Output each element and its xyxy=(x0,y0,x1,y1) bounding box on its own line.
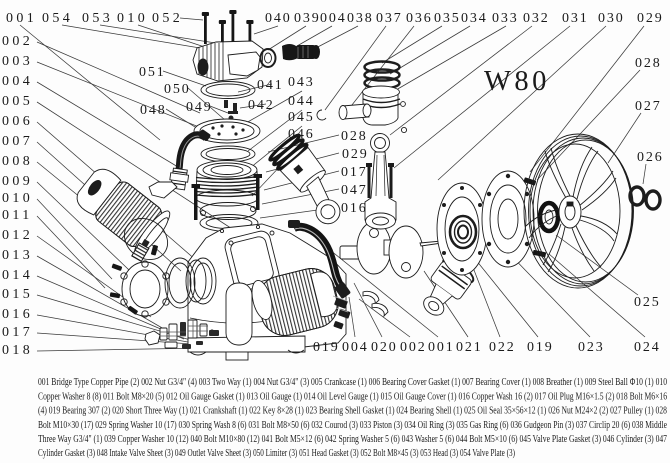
svg-text:004: 004 xyxy=(320,11,347,26)
svg-text:006: 006 xyxy=(2,114,33,129)
svg-text:038: 038 xyxy=(347,11,374,26)
svg-text:W80: W80 xyxy=(484,66,550,97)
svg-text:015: 015 xyxy=(2,287,33,302)
svg-text:042: 042 xyxy=(248,98,275,113)
svg-text:002: 002 xyxy=(2,34,33,49)
svg-text:019: 019 xyxy=(313,340,340,355)
svg-text:039: 039 xyxy=(294,11,321,26)
svg-text:033: 033 xyxy=(492,11,519,26)
svg-text:044: 044 xyxy=(288,94,315,109)
svg-text:053: 053 xyxy=(82,11,113,26)
svg-text:026: 026 xyxy=(637,150,664,165)
svg-text:017: 017 xyxy=(2,325,33,340)
svg-text:001: 001 xyxy=(6,11,37,26)
svg-text:001 Bridge Type Copper Pipe (2: 001 Bridge Type Copper Pipe (2) 002 Nut … xyxy=(38,377,667,388)
svg-text:040: 040 xyxy=(265,11,292,26)
svg-text:002: 002 xyxy=(400,340,427,355)
svg-text:048: 048 xyxy=(140,103,167,118)
svg-text:010: 010 xyxy=(2,191,33,206)
svg-text:Copper Washer 8 (8) 011 Bolt M: Copper Washer 8 (8) 011 Bolt M8×20 (5) 0… xyxy=(38,392,667,403)
svg-text:037: 037 xyxy=(376,11,403,26)
svg-text:Cylinder Gasket (3) 048 Intake: Cylinder Gasket (3) 048 Intake Valve She… xyxy=(38,448,515,459)
svg-text:Three Way G3/4" (1) 039 Copper: Three Way G3/4" (1) 039 Copper Washer 10… xyxy=(38,434,667,445)
svg-text:029: 029 xyxy=(637,11,664,26)
svg-text:004: 004 xyxy=(342,340,369,355)
svg-text:(4) 019 Bearing 307 (2) 020 Sh: (4) 019 Bearing 307 (2) 020 Short Three … xyxy=(38,406,667,417)
svg-text:031: 031 xyxy=(562,11,589,26)
svg-text:016: 016 xyxy=(341,201,368,216)
svg-text:023: 023 xyxy=(578,340,605,355)
svg-text:049: 049 xyxy=(186,100,213,115)
svg-text:041: 041 xyxy=(257,78,284,93)
svg-text:047: 047 xyxy=(341,183,368,198)
svg-text:051: 051 xyxy=(139,65,166,80)
svg-text:052: 052 xyxy=(152,11,183,26)
svg-text:009: 009 xyxy=(2,174,33,189)
svg-text:008: 008 xyxy=(2,154,33,169)
svg-text:010: 010 xyxy=(117,11,148,26)
svg-text:019: 019 xyxy=(527,340,554,355)
svg-text:005: 005 xyxy=(2,94,33,109)
svg-text:020: 020 xyxy=(371,340,398,355)
svg-text:024: 024 xyxy=(634,340,661,355)
svg-text:022: 022 xyxy=(489,340,516,355)
svg-text:029: 029 xyxy=(342,147,369,162)
svg-text:036: 036 xyxy=(406,11,433,26)
svg-text:011: 011 xyxy=(2,208,33,223)
svg-text:035: 035 xyxy=(434,11,461,26)
svg-text:032: 032 xyxy=(523,11,550,26)
svg-text:004: 004 xyxy=(2,74,33,89)
svg-text:050: 050 xyxy=(164,82,191,97)
svg-text:025: 025 xyxy=(634,295,661,310)
svg-text:017: 017 xyxy=(341,165,368,180)
svg-text:018: 018 xyxy=(2,343,33,358)
svg-text:001: 001 xyxy=(428,340,455,355)
svg-text:030: 030 xyxy=(598,11,625,26)
svg-text:014: 014 xyxy=(2,268,33,283)
svg-text:045: 045 xyxy=(288,110,315,125)
svg-text:028: 028 xyxy=(341,129,368,144)
svg-text:028: 028 xyxy=(635,56,662,71)
svg-text:054: 054 xyxy=(42,11,73,26)
svg-text:046: 046 xyxy=(288,127,315,142)
svg-text:034: 034 xyxy=(461,11,488,26)
svg-text:016: 016 xyxy=(2,307,33,322)
svg-text:013: 013 xyxy=(2,248,33,263)
svg-text:003: 003 xyxy=(2,54,33,69)
svg-text:021: 021 xyxy=(456,340,483,355)
svg-text:012: 012 xyxy=(2,228,33,243)
svg-text:007: 007 xyxy=(2,134,33,149)
svg-text:043: 043 xyxy=(288,75,315,90)
svg-text:Bolt M10×30 (17) 029 Spring Wa: Bolt M10×30 (17) 029 Spring Washer 10 (1… xyxy=(38,420,667,431)
svg-text:027: 027 xyxy=(635,99,662,114)
